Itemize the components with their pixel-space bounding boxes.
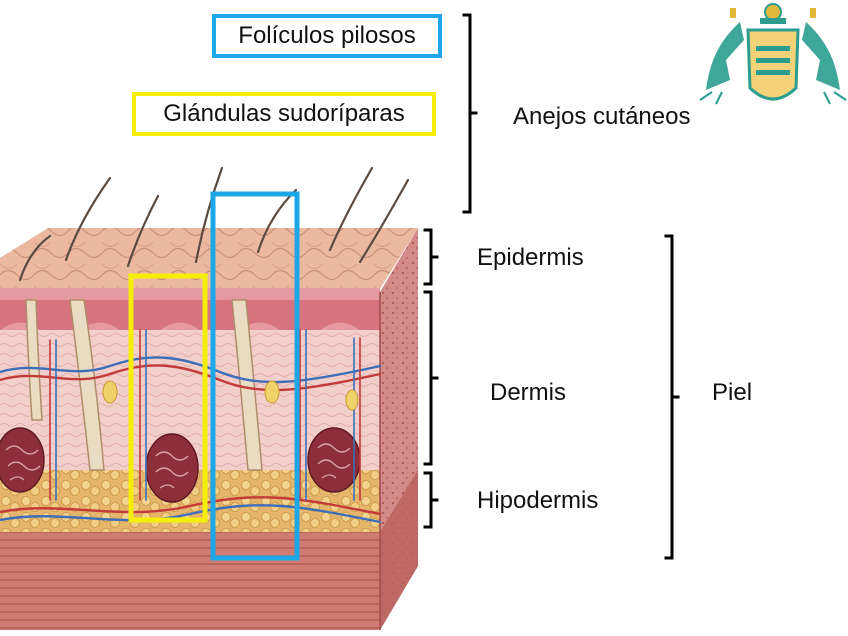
hypodermis-label: Hipodermis: [477, 487, 599, 514]
sweat-glands-label: Glándulas sudoríparas: [132, 92, 436, 136]
brace-icon: [423, 290, 439, 466]
epidermis-label: Epidermis: [477, 244, 584, 271]
skin-cross-section-illustration: [0, 166, 418, 630]
brace-icon: [664, 234, 680, 560]
hair-follicles-label: Folículos pilosos: [212, 14, 442, 58]
skin-appendages-label: Anejos cutáneos: [513, 103, 691, 130]
dermis-label: Dermis: [490, 379, 566, 406]
brace-icon: [462, 13, 478, 214]
sweat-gland-highlight-box: [128, 273, 208, 523]
brace-icon: [423, 471, 439, 529]
university-crest-logo: [699, 3, 847, 105]
brace-icon: [423, 228, 439, 286]
skin-label: Piel: [712, 379, 753, 406]
hair-follicle-highlight-box: [210, 191, 300, 561]
